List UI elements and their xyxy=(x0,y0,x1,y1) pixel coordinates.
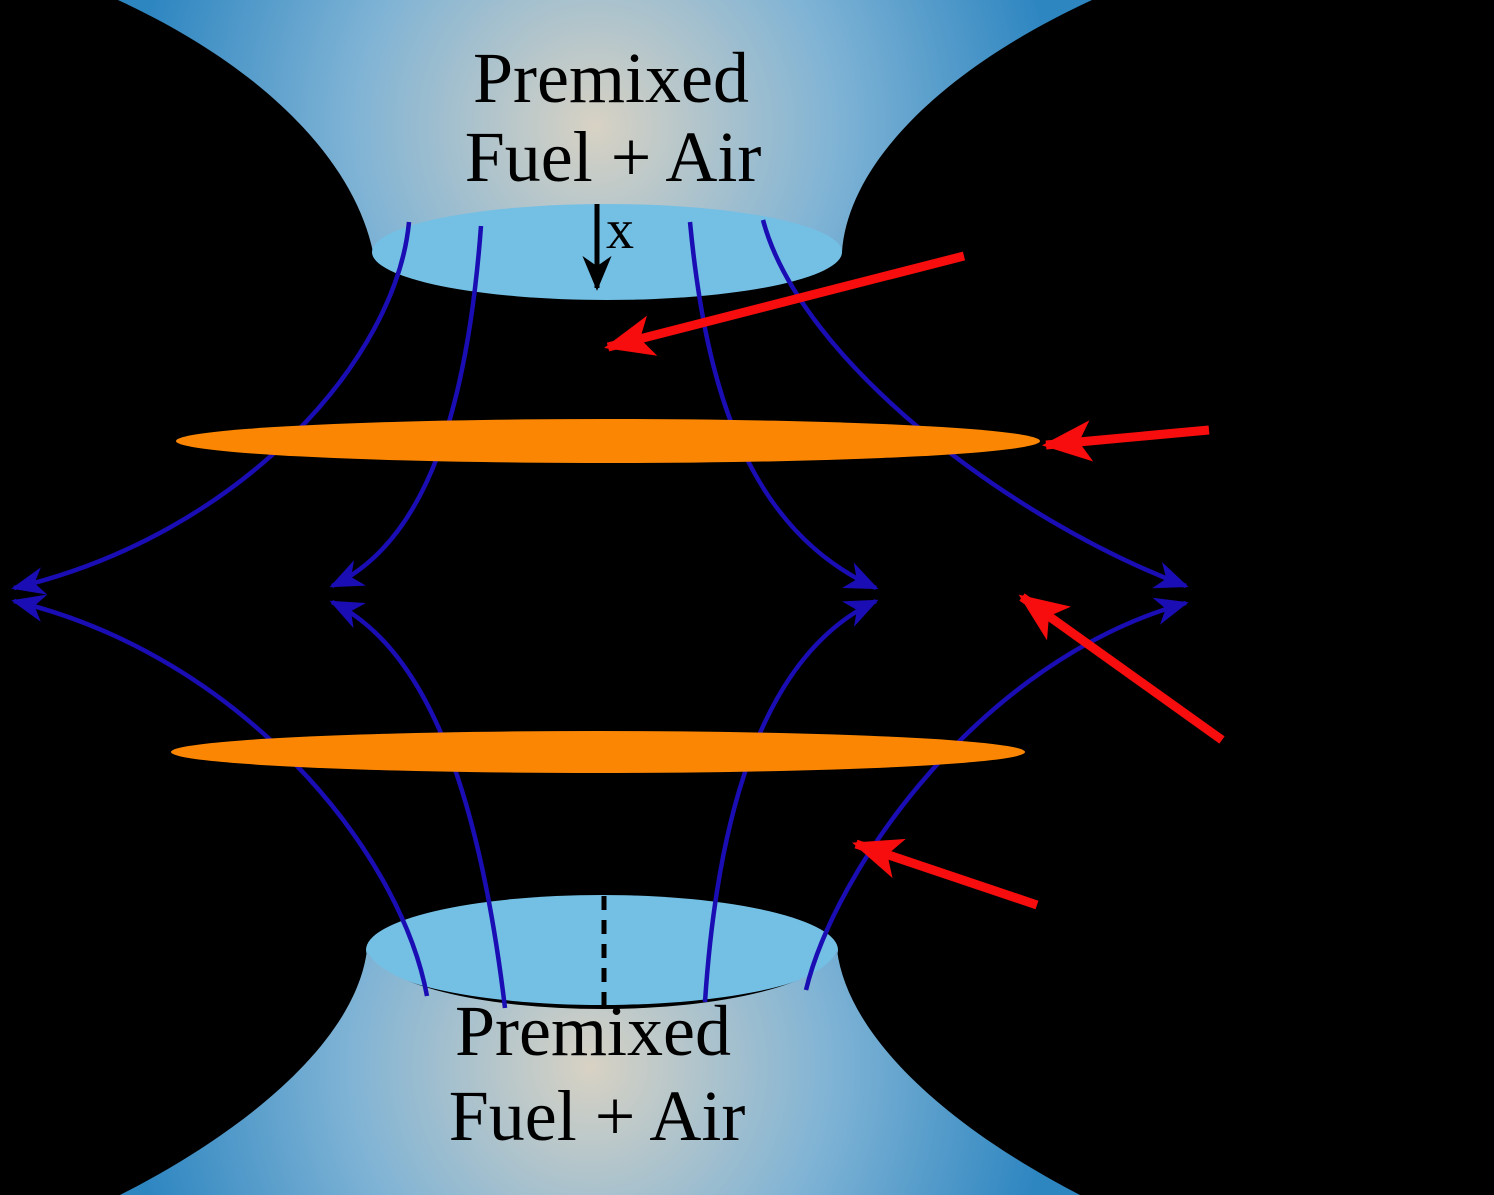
streamline xyxy=(803,597,1189,991)
annotation-arrow xyxy=(1018,593,1225,744)
annotation-arrow xyxy=(852,838,1039,910)
top-nozzle-label-line1: Premixed xyxy=(473,38,749,118)
annotation-arrow xyxy=(603,251,966,356)
top-nozzle-label-line2: Fuel + Air xyxy=(465,117,762,197)
flame-upper xyxy=(176,419,1040,463)
top-nozzle-mouth xyxy=(372,204,842,300)
streamline xyxy=(760,219,1189,589)
bottom-nozzle-body xyxy=(120,950,1080,1195)
x-axis-label: x xyxy=(606,199,634,261)
bottom-nozzle-label-line1: Premixed xyxy=(455,991,731,1071)
top-nozzle-body xyxy=(118,0,1092,252)
streamline xyxy=(11,221,412,595)
twin-flames xyxy=(171,419,1040,773)
flame-lower xyxy=(171,731,1025,773)
annotation-arrow xyxy=(1041,420,1210,462)
streamlines xyxy=(11,219,1189,1009)
bottom-nozzle-label-line2: Fuel + Air xyxy=(449,1076,746,1156)
streamline xyxy=(11,594,430,997)
annotation-arrows xyxy=(603,251,1225,910)
